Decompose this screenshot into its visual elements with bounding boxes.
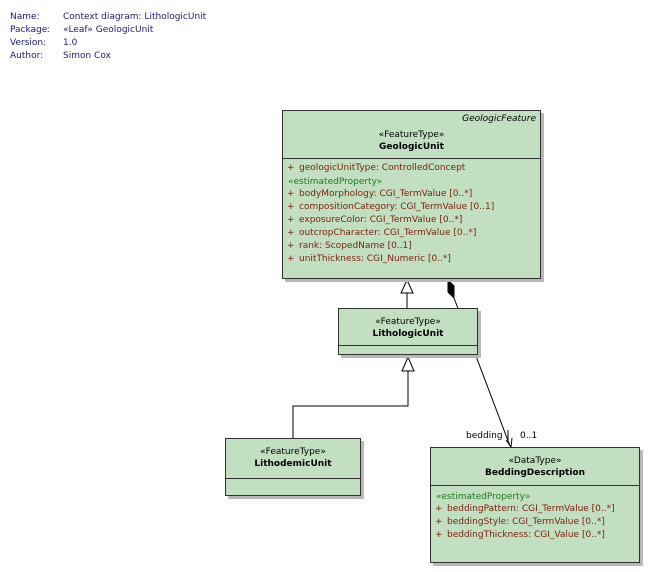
association-role-label: bedding	[466, 431, 503, 441]
estimated-property-group: «estimatedProperty»	[288, 177, 383, 187]
generalization-line-lithodemic	[292, 371, 409, 439]
version-value: 1.0	[63, 38, 78, 48]
attribute-row: +compositionCategory: CGI_TermValue [0..…	[287, 202, 495, 212]
author-value: Simon Cox	[63, 51, 111, 61]
attribute-row: +beddingStyle: CGI_TermValue [0..*]	[435, 517, 605, 527]
class-name: LithologicUnit	[372, 329, 444, 339]
author-key: Author:	[10, 51, 44, 61]
attribute-row: +exposureColor: CGI_TermValue [0..*]	[287, 215, 463, 225]
association-multiplicity-label: 0..1	[520, 431, 538, 441]
attribute-row: +beddingThickness: CGI_Value [0..*]	[435, 530, 605, 540]
class-geologic-unit[interactable]: GeologicFeature «FeatureType» GeologicUn…	[282, 110, 541, 279]
attribute-row: +rank: ScopedName [0..1]	[287, 241, 412, 251]
attribute-section-1: +geologicUnitType: ControlledConcept «es…	[283, 158, 540, 268]
stereotype-label: «FeatureType»	[375, 317, 441, 327]
composition-diamond	[447, 278, 455, 300]
parent-class-label: GeologicFeature	[462, 114, 536, 124]
stereotype-label: «FeatureType»	[260, 447, 326, 457]
class-bedding-description[interactable]: «DataType» BeddingDescription «estimated…	[430, 447, 640, 563]
attribute-section	[226, 478, 360, 479]
generalization-arrow-lithodemic	[401, 355, 415, 372]
attribute-row: +beddingPattern: CGI_TermValue [0..*]	[435, 504, 615, 514]
attribute-row: +bodyMorphology: CGI_TermValue [0..*]	[287, 189, 473, 199]
class-lithodemic-unit[interactable]: «FeatureType» LithodemicUnit	[225, 438, 361, 496]
estimated-property-group: «estimatedProperty»	[436, 492, 531, 502]
name-key: Name:	[10, 12, 40, 22]
attribute-section: «estimatedProperty» +beddingPattern: CGI…	[431, 485, 639, 542]
class-lithologic-unit[interactable]: «FeatureType» LithologicUnit	[338, 308, 478, 355]
version-key: Version:	[10, 38, 47, 48]
name-value: Context diagram: LithologicUnit	[63, 12, 207, 22]
attribute-row: +outcropCharacter: CGI_TermValue [0..*]	[287, 228, 477, 238]
class-name: LithodemicUnit	[254, 459, 332, 469]
attribute-section	[339, 345, 477, 346]
attribute-row: +unitThickness: CGI_Numeric [0..*]	[287, 254, 451, 264]
package-key: Package:	[10, 25, 51, 35]
diagram-header: Name: Context diagram: LithologicUnit Pac…	[10, 11, 206, 63]
stereotype-label: «DataType»	[508, 456, 562, 466]
generalization-arrow-lithologic	[400, 278, 414, 294]
stereotype-label: «FeatureType»	[378, 130, 445, 140]
attribute-row: +geologicUnitType: ControlledConcept	[287, 163, 466, 173]
class-name: BeddingDescription	[485, 468, 585, 478]
package-value: «Leaf» GeologicUnit	[63, 25, 154, 35]
class-name: GeologicUnit	[379, 142, 444, 152]
